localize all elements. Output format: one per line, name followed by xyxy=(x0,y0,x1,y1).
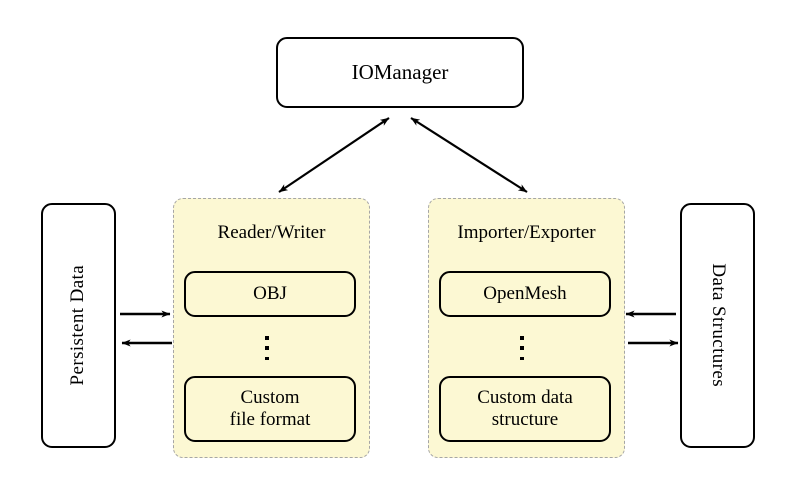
node-data-structures-label: Data Structures xyxy=(707,263,729,388)
group-reader-writer-title: Reader/Writer xyxy=(217,222,326,243)
node-iomanager[interactable]: IOManager xyxy=(276,37,524,108)
connector-manager-importer-exporter xyxy=(410,117,528,193)
node-persistent-data[interactable]: Persistent Data xyxy=(41,203,116,448)
node-obj-label: OBJ xyxy=(253,282,287,304)
node-custom-file-format-label-line1: Custom xyxy=(240,386,300,408)
ellipsis-importer-exporter xyxy=(519,336,525,360)
node-data-structures[interactable]: Data Structures xyxy=(680,203,755,448)
node-custom-data-structure-label-line2: structure xyxy=(491,409,559,430)
ellipsis-reader-writer xyxy=(264,336,270,360)
node-openmesh-label: OpenMesh xyxy=(483,282,567,304)
ellipsis-dot xyxy=(520,336,524,340)
ellipsis-dot xyxy=(265,336,269,340)
node-custom-data-structure-label-line1: Custom data xyxy=(477,386,573,408)
node-openmesh[interactable]: OpenMesh xyxy=(439,271,611,317)
node-custom-data-structure[interactable]: Custom data structure xyxy=(439,376,611,442)
node-custom-file-format-label-line2: file format xyxy=(229,409,311,430)
node-obj[interactable]: OBJ xyxy=(184,271,356,317)
node-persistent-data-label: Persistent Data xyxy=(67,265,89,386)
ellipsis-dot xyxy=(520,356,524,360)
ellipsis-dot xyxy=(265,356,269,360)
group-importer-exporter-title: Importer/Exporter xyxy=(457,222,596,243)
node-custom-file-format[interactable]: Custom file format xyxy=(184,376,356,442)
connector-manager-reader-writer xyxy=(278,117,390,193)
node-iomanager-label: IOManager xyxy=(351,60,449,85)
ellipsis-dot xyxy=(265,346,269,350)
ellipsis-dot xyxy=(520,346,524,350)
